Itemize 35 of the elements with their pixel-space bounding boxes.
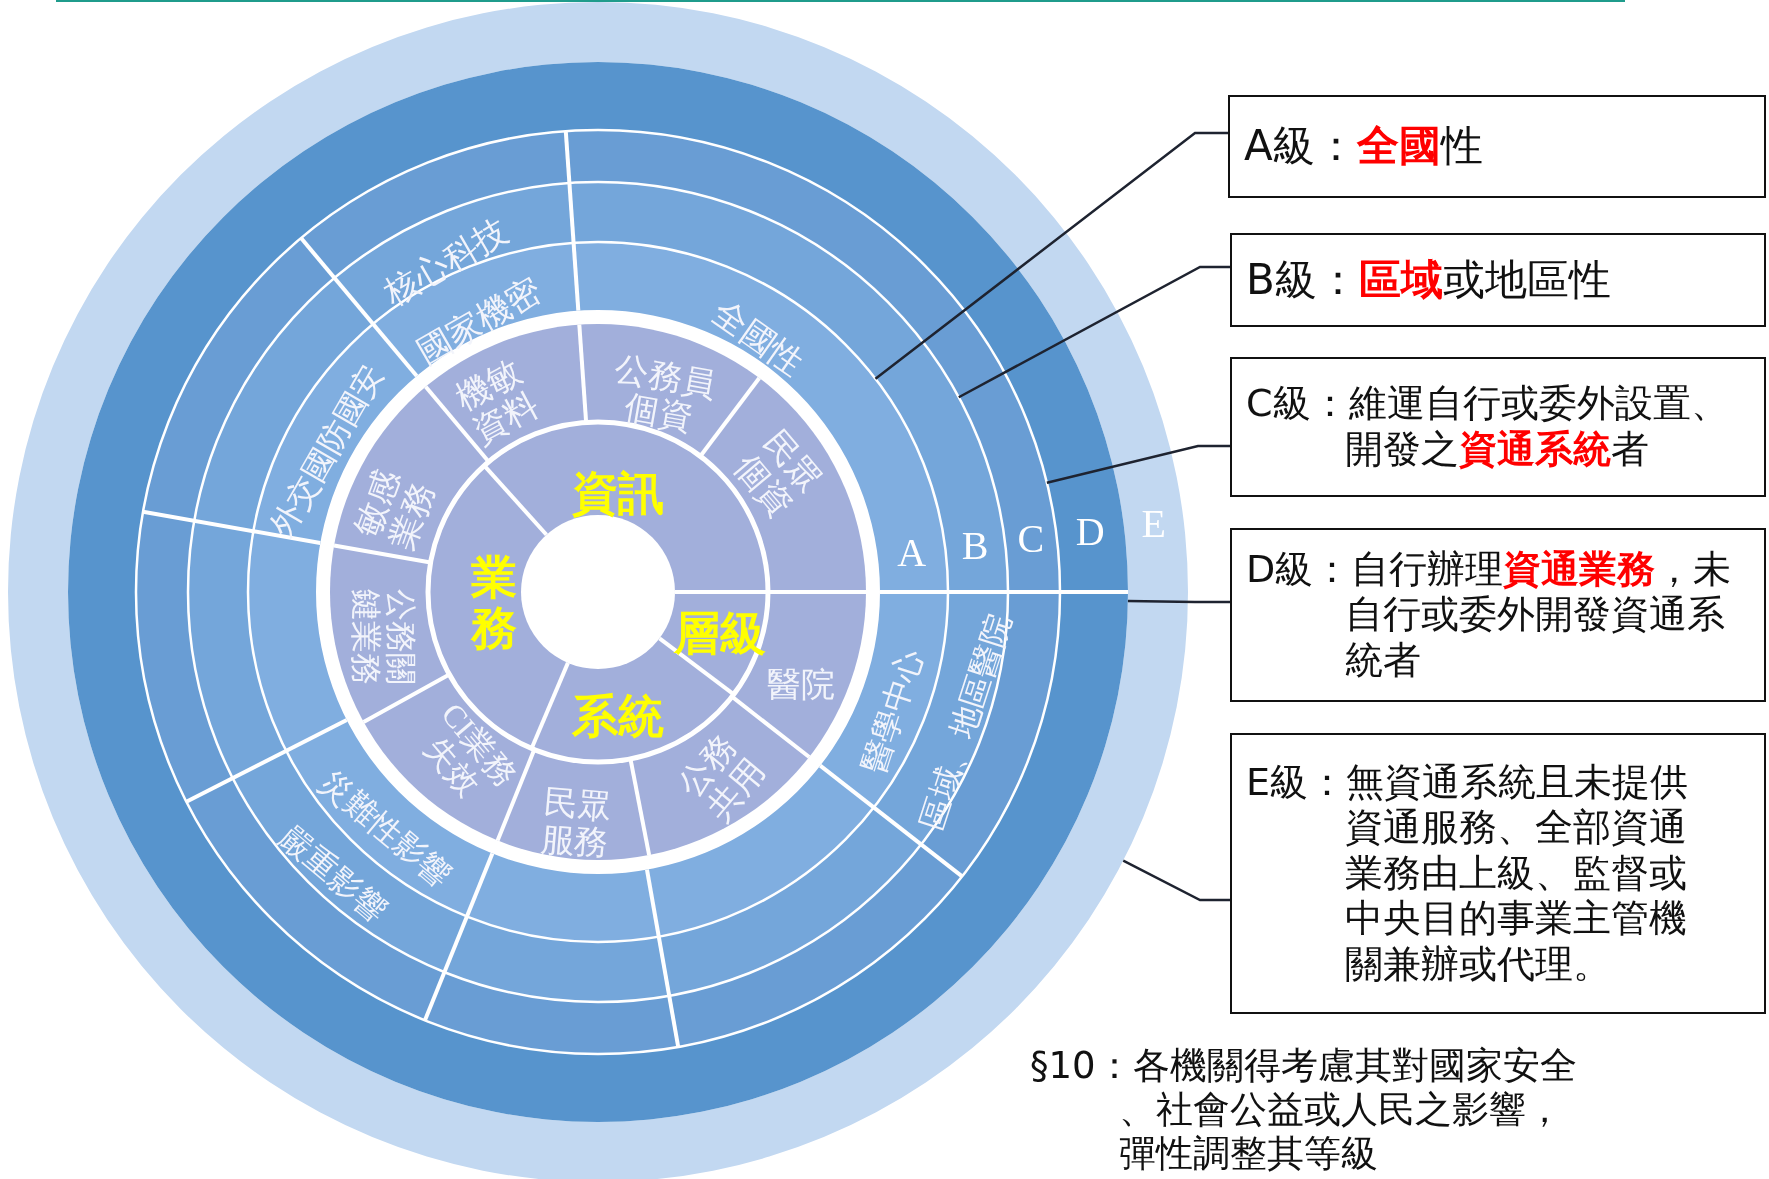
ring-letter: D: [1075, 508, 1105, 554]
sector-label: 公務員個資: [610, 349, 720, 440]
level-box: [1228, 95, 1766, 198]
layer-label: 業務: [469, 552, 518, 654]
level-description: E級：無資通系統且未提供資通服務、全部資通業務由上級、監督或中央目的事業主管機關兼辦或代理。: [1246, 759, 1689, 988]
leader-line: [1122, 859, 1230, 902]
sector-label: CI業務失效: [416, 694, 525, 805]
level-description: D級：自行辦理資通業務，未自行或委外開發資通系統者: [1246, 546, 1733, 684]
level-box: [1230, 233, 1766, 327]
level-description: C級：維運自行或委外設置、開發之資通系統者: [1246, 381, 1730, 473]
layer-label: 系統: [572, 690, 664, 742]
leader-line: [874, 131, 1228, 380]
leader-line: [1046, 444, 1230, 484]
sector-label: 公務共用: [670, 726, 774, 830]
sector-label: 敏感業務: [347, 464, 443, 557]
ring-letter: B: [961, 522, 989, 568]
level-box: [1230, 733, 1766, 1014]
layer-label: 層級: [674, 607, 766, 659]
leader-line: [1127, 599, 1230, 604]
sector-label: 民眾服務: [537, 782, 615, 864]
sector-label: 民眾個資: [726, 422, 830, 526]
level-box: [1230, 357, 1766, 497]
ring-letter: C: [1017, 515, 1045, 561]
sector-label: 醫學中心: [856, 644, 930, 778]
layer-label: 資訊: [572, 467, 664, 519]
ring-letter: A: [897, 530, 927, 576]
level-box: [1230, 528, 1766, 702]
level-description: A級：全國性: [1244, 121, 1484, 172]
sector-label: 公務關鍵業務: [347, 588, 419, 687]
sector-label: 機敏資料: [449, 353, 546, 452]
level-description: B級：區域或地區性: [1246, 254, 1612, 306]
ring-letter: E: [1141, 500, 1167, 546]
sector-label: 醫院: [767, 666, 835, 704]
note-text: §10：各機關得考慮其對國家安全、社會公益或人民之影響，彈性調整其等級: [1030, 1044, 1578, 1176]
leader-line: [958, 265, 1230, 399]
